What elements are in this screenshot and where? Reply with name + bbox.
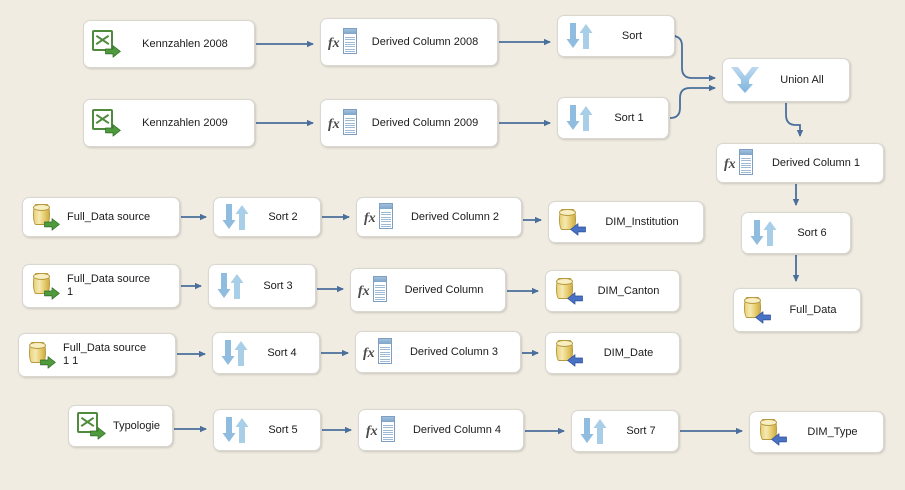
derived-column-icon: fx [724, 148, 754, 178]
node-sort[interactable]: Sort [557, 15, 675, 57]
node-label: Union All [780, 73, 824, 86]
db-destination-icon [556, 207, 586, 237]
node-label: DIM_Date [603, 346, 654, 359]
sort-icon [221, 415, 251, 445]
connector-sort-to-unionall[interactable] [671, 35, 716, 82]
node-sort2[interactable]: Sort 2 [213, 197, 321, 237]
derived-column-icon: fx [363, 337, 393, 367]
derived-column-icon: fx [328, 108, 358, 138]
connector-sort1-to-unionall[interactable] [669, 84, 716, 119]
derived-column-icon: fx [328, 27, 358, 57]
derived-column-icon: fx [364, 202, 394, 232]
node-unionall[interactable]: Union All [722, 58, 850, 102]
node-sort7[interactable]: Sort 7 [571, 410, 679, 452]
db-source-icon [30, 202, 60, 232]
node-label: Full_Data source [67, 210, 151, 223]
node-label: Sort 6 [797, 226, 827, 239]
derived-column-icon: fx [358, 275, 388, 305]
sort-icon [565, 21, 595, 51]
node-sort5[interactable]: Sort 5 [213, 409, 321, 451]
node-label: Full_Data source 1 1 [63, 342, 147, 367]
connector-unionall-to-derivedcol1[interactable] [785, 103, 804, 137]
node-label: Sort 5 [268, 423, 298, 436]
node-label: Sort 7 [626, 424, 656, 437]
node-label: Kennzahlen 2009 [142, 116, 228, 129]
node-label: Typologie [112, 419, 161, 432]
excel-source-icon [91, 108, 121, 138]
sort-icon [216, 271, 246, 301]
node-derivedcol3[interactable]: fx Derived Column 3 [355, 331, 521, 373]
node-typologie[interactable]: Typologie [68, 405, 173, 447]
node-derivedcol4[interactable]: fx Derived Column 4 [358, 409, 524, 451]
node-kennzahlen2009[interactable]: Kennzahlen 2009 [83, 99, 255, 147]
excel-source-icon [76, 411, 106, 441]
sort-icon [221, 202, 251, 232]
node-label: Kennzahlen 2008 [142, 37, 228, 50]
node-dim_institution[interactable]: DIM_Institution [548, 201, 704, 243]
node-label: Full_Data source 1 [67, 273, 151, 298]
node-sort6[interactable]: Sort 6 [741, 212, 851, 254]
node-sort1[interactable]: Sort 1 [557, 97, 669, 139]
sort-icon [565, 103, 595, 133]
union-all-icon [730, 65, 760, 95]
db-source-icon [30, 271, 60, 301]
node-label: DIM_Type [807, 425, 858, 438]
db-destination-icon [741, 295, 771, 325]
node-label: Sort 4 [267, 346, 297, 359]
node-fulldatasrc[interactable]: Full_Data source [22, 197, 180, 237]
node-sort3[interactable]: Sort 3 [208, 264, 316, 308]
node-label: DIM_Canton [597, 284, 660, 297]
node-label: Derived Column 1 [771, 156, 861, 169]
node-dim_type[interactable]: DIM_Type [749, 411, 884, 453]
derived-column-icon: fx [366, 415, 396, 445]
node-label: DIM_Institution [605, 215, 679, 228]
db-destination-icon [553, 338, 583, 368]
node-derivedcol[interactable]: fx Derived Column [350, 268, 506, 312]
node-dim_canton[interactable]: DIM_Canton [545, 270, 680, 312]
sort-icon [579, 416, 609, 446]
db-destination-icon [553, 276, 583, 306]
node-label: Derived Column 3 [409, 345, 499, 358]
db-source-icon [26, 340, 56, 370]
node-label: Derived Column 2008 [371, 35, 479, 48]
node-fulldatasrc11[interactable]: Full_Data source 1 1 [18, 333, 176, 377]
excel-source-icon [91, 29, 121, 59]
sort-icon [220, 338, 250, 368]
node-derivedcol1[interactable]: fx Derived Column 1 [716, 143, 884, 183]
node-derivedcol2[interactable]: fx Derived Column 2 [356, 197, 522, 237]
node-label: Sort 3 [263, 279, 293, 292]
node-fulldata[interactable]: Full_Data [733, 288, 861, 332]
node-label: Derived Column [404, 283, 484, 296]
node-dim_date[interactable]: DIM_Date [545, 332, 680, 374]
node-label: Sort [621, 29, 643, 42]
node-kennzahlen2008[interactable]: Kennzahlen 2008 [83, 20, 255, 68]
node-derivedcol2008[interactable]: fx Derived Column 2008 [320, 18, 498, 66]
node-label: Derived Column 2009 [371, 116, 479, 129]
node-label: Sort 2 [268, 210, 298, 223]
node-fulldatasrc1[interactable]: Full_Data source 1 [22, 264, 180, 308]
node-label: Full_Data [789, 303, 837, 316]
node-sort4[interactable]: Sort 4 [212, 332, 320, 374]
node-label: Derived Column 4 [412, 423, 502, 436]
node-derivedcol2009[interactable]: fx Derived Column 2009 [320, 99, 498, 147]
sort-icon [749, 218, 779, 248]
node-label: Sort 1 [614, 111, 644, 124]
db-destination-icon [757, 417, 787, 447]
node-label: Derived Column 2 [410, 210, 500, 223]
